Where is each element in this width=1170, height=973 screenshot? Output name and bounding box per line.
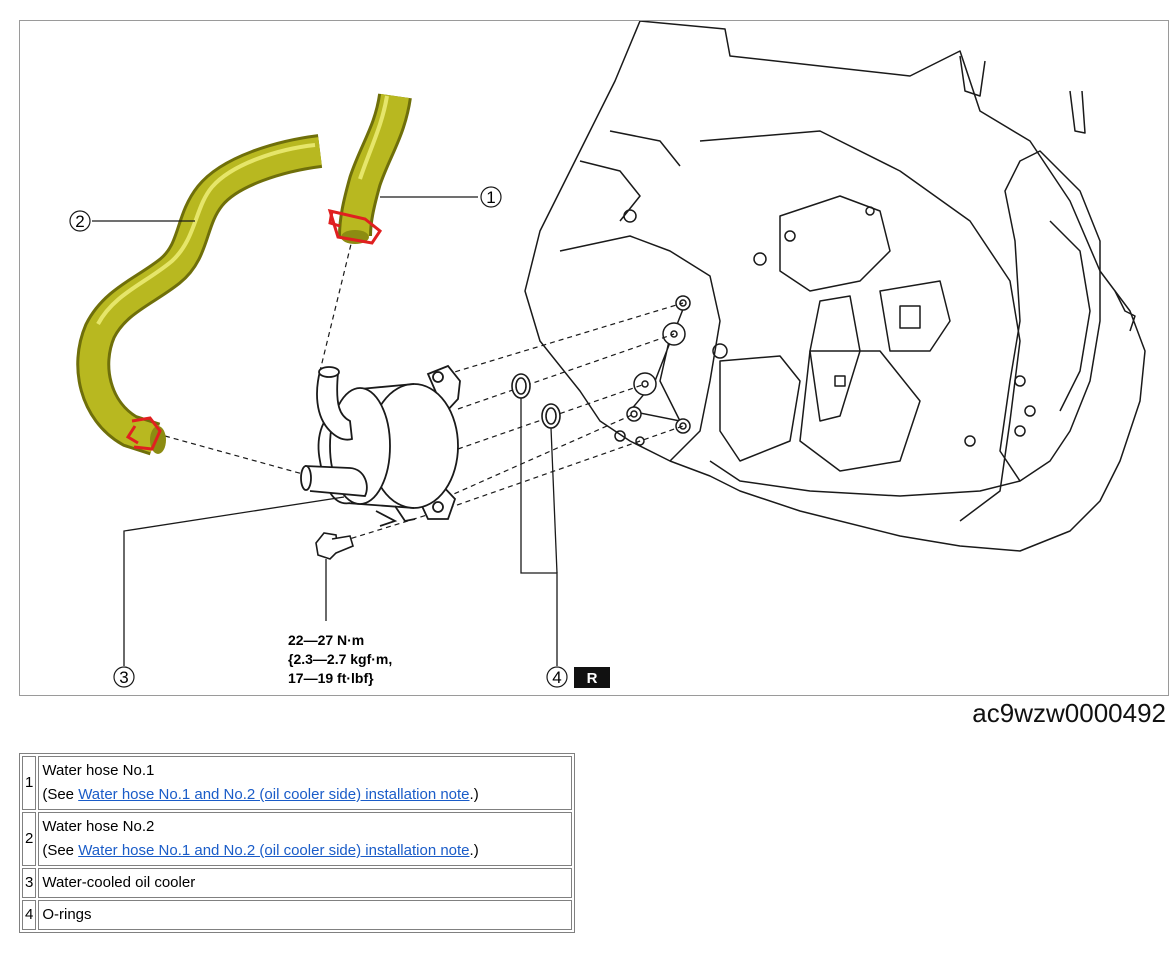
callout-4-label: 4: [552, 668, 561, 687]
callout-2-label: 2: [75, 212, 84, 231]
see-suffix: .): [469, 842, 479, 859]
replace-badge-label: R: [587, 670, 598, 687]
transmission-housing: [524, 21, 1146, 552]
legend-desc: Water hose No.1 (See Water hose No.1 and…: [38, 756, 573, 810]
oil-cooler: [300, 364, 461, 527]
torque-line-2: {2.3—2.7 kgf·m,: [288, 651, 392, 667]
legend-row: 4 O-rings: [22, 900, 573, 930]
figure-frame: 1 2 3 4 22—27 N·m {2.3—2.7 kgf·m, 17—19 …: [19, 20, 1169, 696]
legend-see-note: (See Water hose No.1 and No.2 (oil coole…: [42, 839, 568, 863]
legend-see-note: (See Water hose No.1 and No.2 (oil coole…: [42, 783, 568, 807]
legend-item-name: Water hose No.1: [42, 762, 155, 779]
legend-item-name: Water hose No.2: [42, 818, 155, 835]
installation-note-link[interactable]: Water hose No.1 and No.2 (oil cooler sid…: [78, 786, 470, 803]
legend-desc: Water hose No.2 (See Water hose No.1 and…: [38, 812, 573, 866]
legend-row: 2 Water hose No.2 (See Water hose No.1 a…: [22, 812, 573, 866]
legend-num: 3: [22, 868, 37, 898]
callout-4: 4: [546, 666, 568, 688]
replace-badge: R: [574, 667, 610, 688]
hose-clamp-left: [125, 416, 162, 451]
legend-row: 1 Water hose No.1 (See Water hose No.1 a…: [22, 756, 573, 810]
mounting-bolt: [315, 532, 354, 560]
mounting-plate: [626, 295, 691, 434]
figure-id: ac9wzw0000492: [972, 698, 1166, 728]
torque-line-3: 17—19 ft·lbf}: [288, 670, 374, 686]
alignment-lines: [164, 235, 684, 542]
hose-clamp-top: [327, 208, 383, 245]
see-prefix: (See: [42, 786, 79, 803]
torque-spec: 22—27 N·m {2.3—2.7 kgf·m, 17—19 ft·lbf}: [288, 632, 392, 686]
legend-row: 3 Water-cooled oil cooler: [22, 868, 573, 898]
legend-item-name: Water-cooled oil cooler: [38, 868, 573, 898]
o-rings: [511, 373, 561, 429]
exploded-view-diagram: 1 2 3 4 22—27 N·m {2.3—2.7 kgf·m, 17—19 …: [69, 21, 1146, 688]
leader-lines: [92, 196, 558, 666]
callout-3-label: 3: [119, 668, 128, 687]
torque-line-1: 22—27 N·m: [288, 632, 364, 648]
legend-num: 4: [22, 900, 37, 930]
installation-note-link[interactable]: Water hose No.1 and No.2 (oil cooler sid…: [78, 842, 470, 859]
callout-1-label: 1: [486, 188, 495, 207]
legend-item-name: O-rings: [38, 900, 573, 930]
see-suffix: .): [469, 786, 479, 803]
legend-num: 2: [22, 812, 37, 866]
legend-num: 1: [22, 756, 37, 810]
callout-2: 2: [69, 210, 91, 232]
water-hose-no2: [76, 134, 323, 456]
legend-table: 1 Water hose No.1 (See Water hose No.1 a…: [19, 753, 576, 933]
callout-3: 3: [113, 666, 135, 688]
see-prefix: (See: [42, 842, 79, 859]
callout-1: 1: [480, 186, 502, 208]
